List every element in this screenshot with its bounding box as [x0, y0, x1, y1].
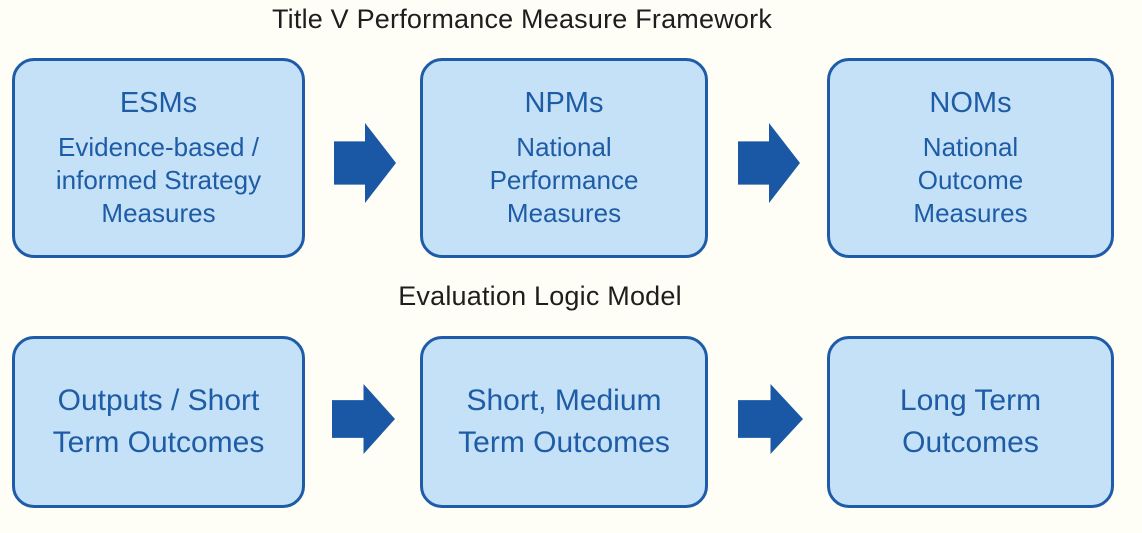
npm-box-heading: NPMs: [524, 86, 604, 119]
right-arrow-icon: [738, 384, 803, 454]
short-medium-term-line: Term Outcomes: [458, 426, 670, 459]
outputs-short-term-line: Outputs / Short: [57, 384, 260, 417]
long-term-box: Long Term Outcomes: [827, 336, 1114, 508]
short-medium-term-box: Short, Medium Term Outcomes: [420, 336, 708, 508]
outputs-short-term-box: Outputs / Short Term Outcomes: [12, 336, 305, 508]
npm-box-line: Measures: [506, 197, 622, 228]
short-medium-term-line: Short, Medium: [466, 384, 662, 417]
nom-box-line: Outcome: [917, 164, 1024, 195]
long-term-line: Outcomes: [902, 426, 1039, 459]
long-term-line: Long Term: [899, 384, 1042, 417]
framework-title: Title V Performance Measure Framework: [271, 4, 773, 34]
npm-box: NPMs National Performance Measures: [420, 58, 708, 258]
nom-box: NOMs National Outcome Measures: [827, 58, 1114, 258]
esm-box: ESMs Evidence-based / informed Strategy …: [12, 58, 305, 258]
esm-box-heading: ESMs: [119, 86, 198, 119]
npm-box-line: National: [516, 131, 612, 162]
outputs-short-term-line: Term Outcomes: [52, 426, 265, 459]
npm-box-line: Performance: [489, 164, 639, 195]
esm-box-line: informed Strategy: [55, 164, 262, 195]
right-arrow-icon: [332, 384, 395, 454]
esm-box-line: Measures: [101, 197, 216, 228]
esm-box-line: Evidence-based /: [58, 131, 259, 162]
nom-box-line: Measures: [913, 197, 1028, 228]
logic-model-title: Evaluation Logic Model: [398, 281, 682, 311]
right-arrow-icon: [738, 123, 800, 203]
nom-box-line: National: [922, 131, 1019, 162]
nom-box-heading: NOMs: [929, 86, 1012, 119]
right-arrow-icon: [334, 123, 396, 203]
